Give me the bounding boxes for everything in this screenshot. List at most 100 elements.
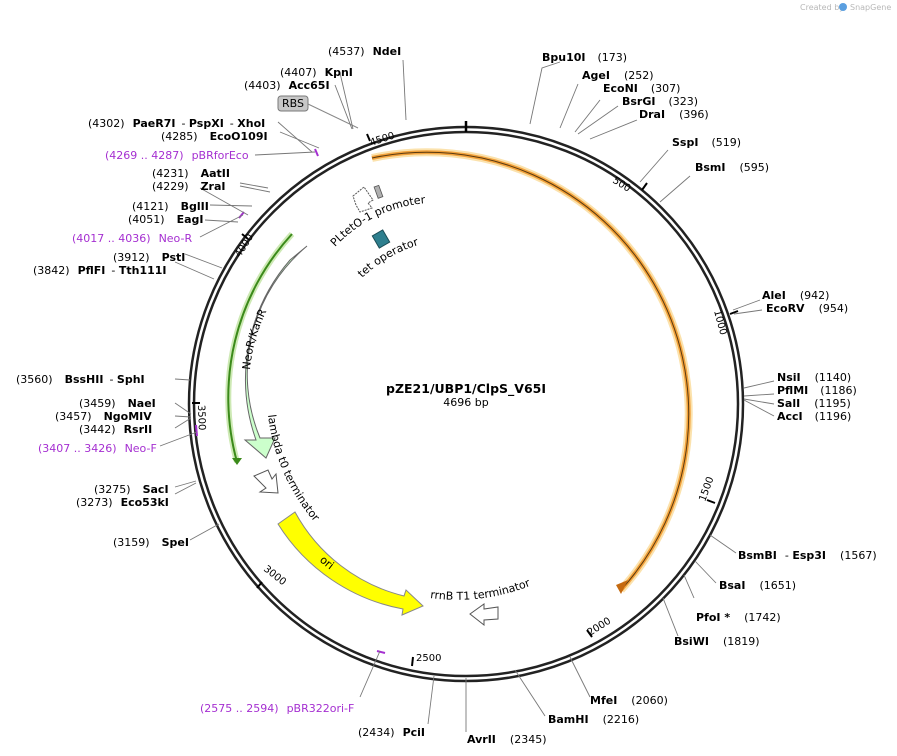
svg-text:(4229)ZraI: (4229) ZraI [152, 180, 226, 193]
enzyme-name: AleI [762, 289, 786, 302]
enzyme-pos: (3273) [76, 496, 113, 509]
primer-name: pBRforEco [192, 149, 249, 162]
enzyme-pos: (307) [651, 82, 681, 95]
enzyme-pos: (4231) [152, 167, 189, 180]
enzyme-name: PciI [403, 726, 425, 739]
enzyme-pos: (4537) [328, 45, 365, 58]
enzyme-pos: (1567) [840, 549, 877, 562]
enzyme-name: PspXI [189, 117, 224, 130]
enzyme-pos: (3442) [79, 423, 116, 436]
svg-text:(4269 .. 4287)pBRforEco: (4269 .. 4287)pBRforEco [105, 149, 249, 162]
tick-label-3000: 3000 [261, 564, 288, 588]
enzyme-pos: (1196) [815, 410, 852, 423]
lambda-label: lambda t0 terminator [265, 414, 322, 524]
tick-label-4000: 4000 [233, 232, 256, 259]
neor-kanr-feature[interactable] [243, 245, 308, 459]
enzyme-name: AgeI [582, 69, 610, 82]
tick-label-3500: 3500 [195, 405, 207, 431]
rbs-shape[interactable] [373, 184, 384, 199]
enzyme-pos: (4051) [128, 213, 165, 226]
enzyme-name: BsaI [719, 579, 745, 592]
enzyme-pos: (2060) [631, 694, 668, 707]
enzyme-name: Acc65I [289, 79, 330, 92]
svg-text:(4302)PaeR7I- PspXI- XhoI: (4302)PaeR7I- PspXI- XhoI [88, 117, 265, 130]
enzyme-name: EagI [177, 213, 204, 226]
enzyme-name: BsmI [695, 161, 726, 174]
plasmid-length: 4696 bp [443, 396, 488, 409]
lambda-terminator-shape[interactable] [253, 469, 279, 494]
orange-feature-core [371, 151, 690, 591]
svg-text:BsrGI(323): BsrGI (323) [622, 95, 698, 108]
credit-prefix: Created by [800, 3, 844, 12]
enzyme-name: SpeI [162, 536, 189, 549]
enzyme-pos: (3560) [16, 373, 53, 386]
svg-text:(3912)PstI: (3912)PstI [113, 251, 185, 264]
promoter-shape[interactable] [352, 186, 374, 213]
enzyme-name: ZraI [201, 180, 226, 193]
svg-text:BsiWI(1819): BsiWI(1819) [674, 635, 760, 648]
neo-orf-arc[interactable] [227, 233, 293, 463]
svg-text:(3275)SacI: (3275)SacI [94, 483, 169, 496]
enzyme-pos: (4229) [152, 180, 189, 193]
enzyme-name: BamHI [548, 713, 589, 726]
enzyme-pos: (1140) [815, 371, 852, 384]
rbs-label: RBS [282, 97, 304, 110]
tick-label-1500: 1500 [697, 475, 716, 503]
svg-text:PflMI(1186): PflMI(1186) [777, 384, 857, 397]
enzyme-pos: (4302) [88, 117, 125, 130]
enzyme-pos: (2216) [603, 713, 640, 726]
enzyme-name: SalI [777, 397, 800, 410]
enzyme-name: EcoRV [766, 302, 805, 315]
enzyme-pos: (954) [819, 302, 849, 315]
enzyme-name: AvrII [467, 733, 496, 746]
svg-text:(4407)KpnI: (4407)KpnI [280, 66, 353, 79]
enzyme-name: AatII [201, 167, 230, 180]
svg-text:(3459)NaeI: (3459)NaeI [79, 397, 156, 410]
svg-text:NsiI(1140): NsiI(1140) [777, 371, 851, 384]
enzyme-pos: (396) [679, 108, 709, 121]
svg-text:(4231)AatII: (4231) AatII [152, 167, 230, 180]
neo-orf-halo [225, 231, 295, 463]
svg-text:AvrII(2345): AvrII(2345) [467, 733, 546, 746]
svg-text:(3159)SpeI: (3159)SpeI [113, 536, 189, 549]
primer-range: (2575 .. 2594) [200, 702, 279, 715]
tick-label-500: 500 [610, 175, 632, 194]
svg-text:(4017 .. 4036)Neo-R: (4017 .. 4036)Neo-R [72, 232, 192, 245]
orange-feature-arrow-icon [616, 580, 628, 594]
svg-text:(3842)PflFI- Tth111I: (3842)PflFI- Tth111I [33, 264, 167, 277]
enzyme-name: EcoO109I [210, 130, 268, 143]
enzyme-pos: (1651) [759, 579, 796, 592]
enzyme-name: Bpu10I [542, 51, 586, 64]
primer-name: pBR322ori-F [287, 702, 355, 715]
enzyme-labels: Bpu10I (173) AgeI (252) EcoNI (307) BsrGI (3… [16, 45, 877, 746]
enzyme-name: Eco53kI [121, 496, 169, 509]
neo-orf-arrow-icon [232, 458, 242, 465]
enzyme-pos: (323) [668, 95, 698, 108]
orange-feature-halo [371, 148, 693, 593]
svg-text:(4537)NdeI: (4537)NdeI [328, 45, 401, 58]
enzyme-pos: (4407) [280, 66, 317, 79]
svg-text:AccI(1196): AccI(1196) [777, 410, 851, 423]
enzyme-name: SphI [117, 373, 145, 386]
rrnb-terminator-shape[interactable] [469, 603, 499, 627]
tet-operator-shape[interactable] [371, 229, 391, 249]
enzyme-name: XhoI [237, 117, 265, 130]
enzyme-pos: (173) [598, 51, 628, 64]
svg-text:MfeI(2060): MfeI(2060) [590, 694, 668, 707]
enzyme-name: PaeR7I [133, 117, 176, 130]
enzyme-pos: (4403) [244, 79, 281, 92]
rbs-badge[interactable] [277, 95, 309, 112]
orange-feature-arc[interactable] [371, 150, 691, 592]
enzyme-name: EcoNI [603, 82, 638, 95]
enzyme-leaders [159, 59, 775, 732]
ori-feature[interactable] [277, 511, 424, 616]
svg-text:(2575 .. 2594)pBR322ori-F: (2575 .. 2594) pBR322ori-F [200, 702, 354, 715]
enzyme-pos: (519) [711, 136, 741, 149]
enzyme-name: BsrGI [622, 95, 655, 108]
tick-marks [192, 133, 739, 667]
enzyme-name: PstI [162, 251, 186, 264]
svg-text:BsmI(595): BsmI(595) [695, 161, 769, 174]
enzyme-pos: (252) [624, 69, 654, 82]
enzyme-pos: (3275) [94, 483, 131, 496]
